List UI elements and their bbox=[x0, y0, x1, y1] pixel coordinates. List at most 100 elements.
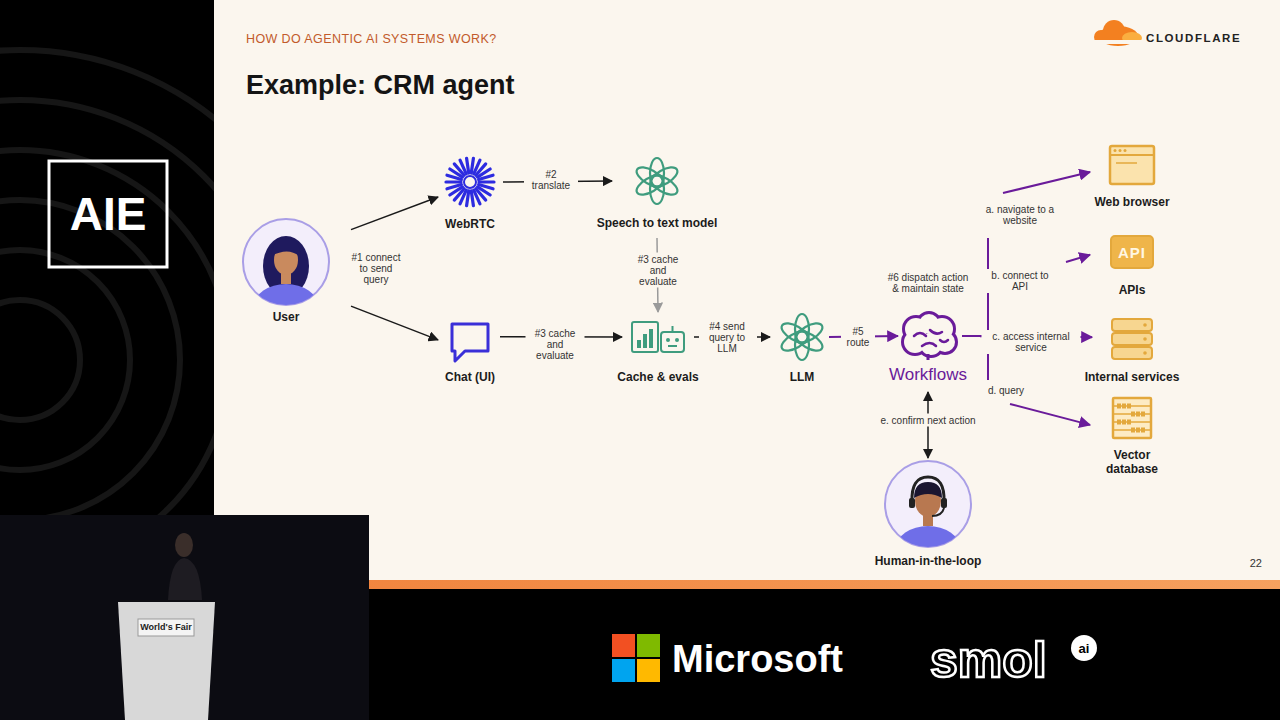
node-label: Human-in-the-loop bbox=[853, 554, 1003, 568]
petal bbox=[779, 319, 812, 346]
ray bbox=[474, 190, 480, 204]
abacus-icon bbox=[1110, 395, 1154, 441]
node-label: Vector database bbox=[1097, 448, 1167, 476]
video-frame bbox=[0, 515, 369, 720]
sponsor-logo: smol bbox=[930, 631, 1047, 689]
icon-box: API bbox=[1109, 232, 1155, 272]
abacus-bead bbox=[1117, 420, 1121, 425]
petal bbox=[634, 163, 667, 190]
ray bbox=[460, 160, 466, 174]
server-light bbox=[1143, 351, 1147, 355]
service-icon: Cache & evals bbox=[608, 318, 708, 384]
server-unit bbox=[1112, 319, 1152, 331]
ring bbox=[0, 150, 230, 570]
step-label: #4 send query to LLM bbox=[701, 320, 753, 355]
microphone bbox=[932, 508, 944, 516]
icon-box bbox=[900, 314, 956, 358]
event-logo: AIE bbox=[70, 187, 147, 241]
title-bar bbox=[1110, 154, 1154, 156]
brand-wordmark: CLOUDFLARE bbox=[1146, 32, 1241, 44]
bubble bbox=[452, 324, 488, 361]
tool-icon: Vector database bbox=[1097, 395, 1167, 476]
logo-square bbox=[612, 634, 635, 657]
bar bbox=[649, 329, 653, 348]
abacus-bead bbox=[1131, 412, 1135, 417]
speaker-head bbox=[175, 533, 193, 557]
ray bbox=[447, 185, 461, 189]
step-label: e. confirm next action bbox=[861, 414, 995, 427]
window-frame bbox=[1110, 146, 1154, 184]
actor-avatar: Human-in-the-loop bbox=[853, 459, 1003, 568]
brain-fold bbox=[914, 330, 948, 346]
abacus-bead bbox=[1136, 428, 1140, 433]
human-icon bbox=[883, 459, 973, 549]
abacus-bead bbox=[1141, 428, 1145, 433]
icon-box bbox=[883, 459, 973, 549]
node-label: WebRTC bbox=[420, 217, 520, 231]
cloud-logo bbox=[1090, 20, 1142, 46]
robot-mouth bbox=[668, 345, 677, 347]
ring bbox=[0, 200, 180, 520]
step-label: #6 dispatch action & maintain state bbox=[887, 272, 969, 294]
actor-avatar: User bbox=[226, 217, 346, 324]
ray bbox=[446, 180, 461, 183]
interface-icon: Chat (UI) bbox=[420, 321, 520, 384]
window-dot bbox=[1124, 149, 1127, 152]
servers-icon bbox=[1109, 316, 1155, 362]
bar bbox=[643, 334, 647, 348]
flow-arrow bbox=[351, 306, 438, 340]
step-label: a. navigate to a website bbox=[981, 203, 1060, 227]
slide-background bbox=[214, 0, 1280, 582]
icon-box bbox=[1107, 143, 1157, 187]
abacus-frame bbox=[1113, 398, 1151, 438]
knot-icon bbox=[777, 312, 827, 362]
tool-icon: Web browser bbox=[1082, 143, 1182, 209]
section-header: HOW DO AGENTIC AI SYSTEMS WORK? bbox=[246, 32, 497, 46]
step-label: b. connect to API bbox=[985, 269, 1055, 293]
model-icon: LLM bbox=[762, 312, 842, 384]
node-label: Web browser bbox=[1082, 195, 1182, 209]
logo-square bbox=[612, 659, 635, 682]
node-label: Chat (UI) bbox=[420, 370, 520, 384]
ring bbox=[0, 250, 130, 470]
icon-box bbox=[777, 312, 827, 362]
hair bbox=[914, 482, 942, 498]
ray bbox=[479, 180, 494, 183]
abacus-bead bbox=[1127, 420, 1131, 425]
service-icon: WebRTC bbox=[420, 157, 520, 231]
bar bbox=[637, 340, 641, 348]
node-label: User bbox=[226, 310, 346, 324]
ray bbox=[479, 175, 493, 179]
flow-arrow bbox=[351, 197, 438, 230]
icon-box bbox=[448, 321, 492, 365]
icon-box bbox=[241, 217, 331, 307]
content-line bbox=[1116, 162, 1137, 164]
icon-box bbox=[630, 318, 686, 356]
hub bbox=[464, 176, 476, 188]
podium-sign: World's Fair bbox=[140, 622, 191, 632]
abacus-bead bbox=[1122, 404, 1126, 409]
slide-title: Example: CRM agent bbox=[246, 70, 515, 101]
step-label: #2 translate bbox=[524, 168, 578, 192]
speaker-body bbox=[168, 558, 202, 600]
chat-icon bbox=[448, 321, 492, 365]
bangs bbox=[271, 238, 301, 258]
brain-icon bbox=[900, 314, 956, 358]
microsoft-logo bbox=[612, 634, 660, 682]
icon-box bbox=[1109, 316, 1155, 362]
sponsor-badge: ai bbox=[1079, 641, 1090, 656]
ray bbox=[467, 191, 469, 206]
step-label: #3 cache and evaluate bbox=[629, 253, 688, 288]
step-label: #1 connect to send query bbox=[347, 251, 406, 286]
ring bbox=[0, 300, 80, 420]
podium-plate bbox=[138, 619, 194, 636]
server-unit bbox=[1112, 347, 1152, 359]
logo-square bbox=[637, 659, 660, 682]
headset bbox=[912, 477, 944, 502]
icon-text: API bbox=[1109, 232, 1155, 272]
flow-arrow bbox=[962, 172, 1090, 336]
abacus-bead bbox=[1131, 428, 1135, 433]
earpiece bbox=[941, 498, 947, 508]
